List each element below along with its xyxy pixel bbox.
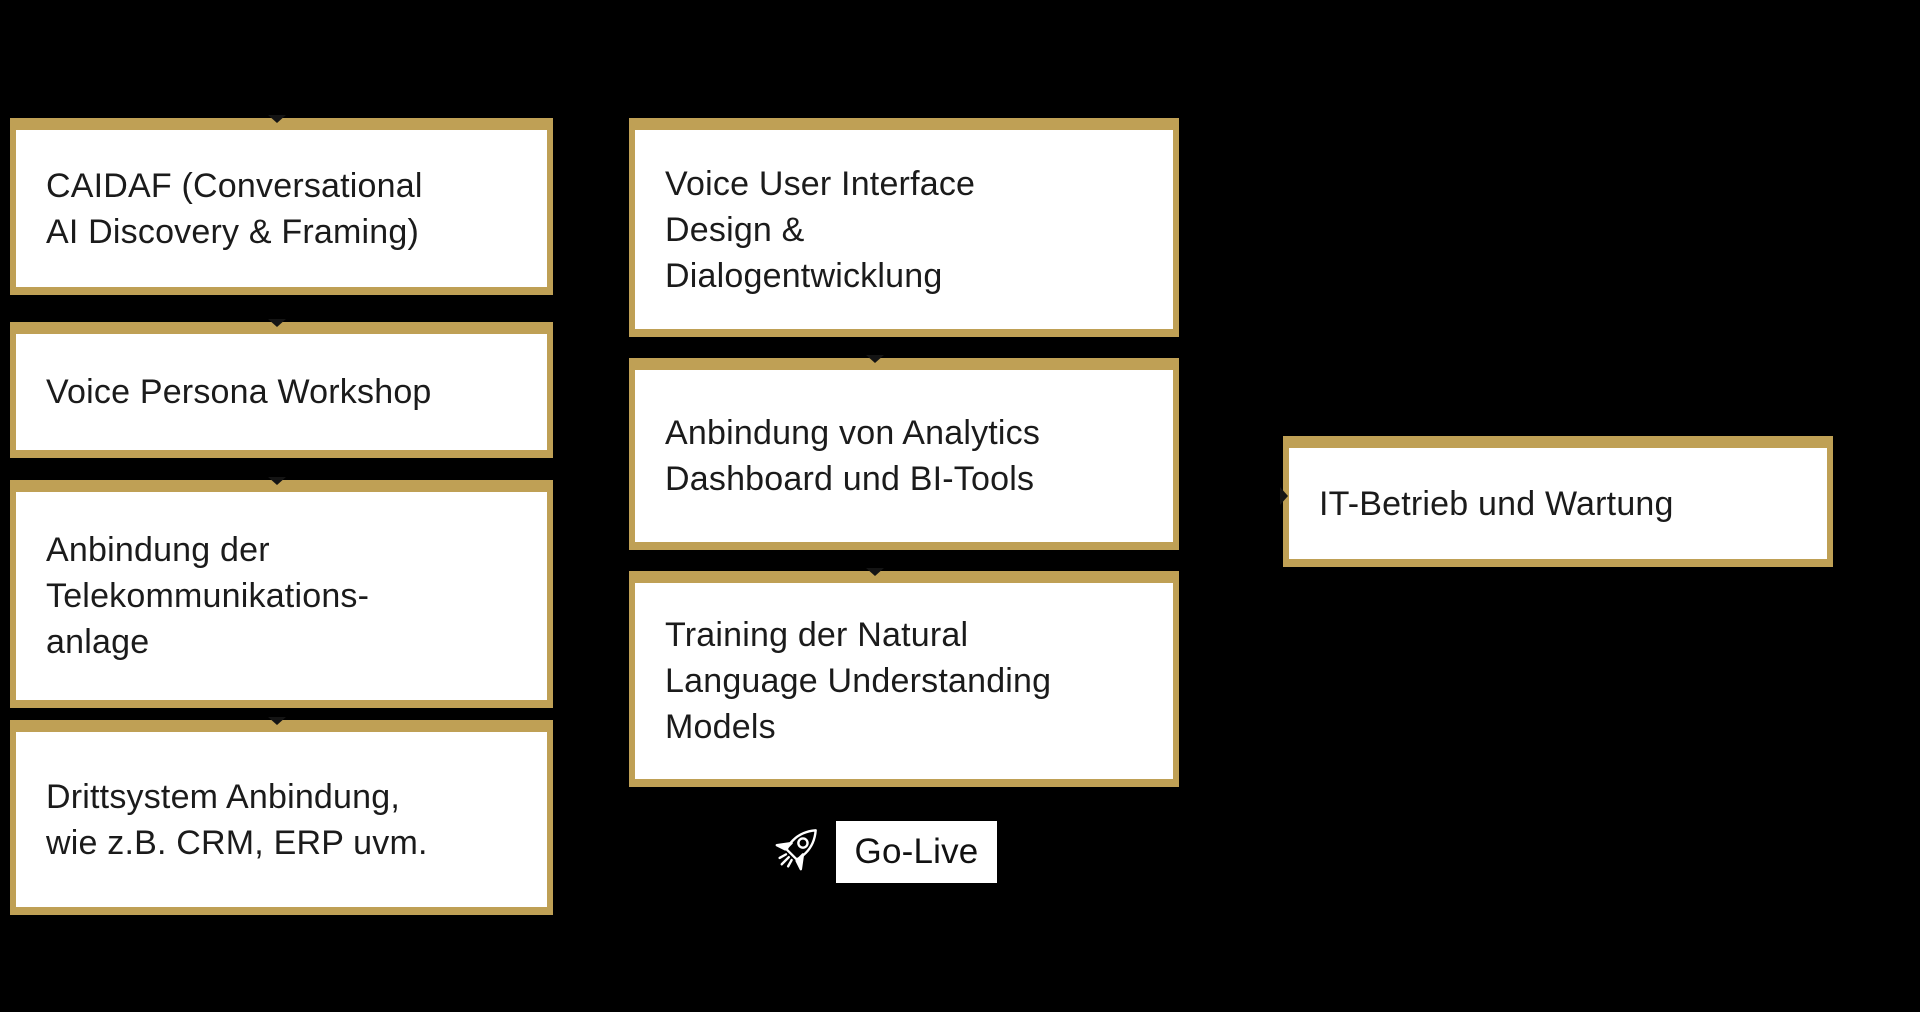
phase-box-analytics-bi-label: Anbindung von Analytics Dashboard und BI… [665, 414, 1041, 498]
connector-arrowhead [1280, 487, 1288, 505]
connector-arrowhead [268, 477, 286, 485]
phase-box-caidaf: CAIDAF (Conversational AI Discovery & Fr… [10, 118, 553, 295]
connector-arrowhead [268, 717, 286, 725]
go-live-label: Go-Live [854, 832, 979, 871]
phase-box-nlu-training: Training der Natural Language Understand… [629, 571, 1179, 787]
phase-box-vui-design: Voice User Interface Design & Dialogentw… [629, 118, 1179, 337]
phase-box-it-betrieb-label: IT-Betrieb und Wartung [1319, 484, 1674, 523]
rocket-icon [775, 829, 817, 871]
phase-box-drittsystem: Drittsystem Anbindung, wie z.B. CRM, ERP… [10, 720, 553, 915]
connector-arrowhead [866, 568, 884, 576]
connector-arrowhead [866, 355, 884, 363]
phase-box-telekommunikationsanlage-label: Anbindung der Telekommunikations- anlage [46, 531, 370, 661]
connector-arrowhead [268, 115, 286, 123]
phase-box-analytics-bi: Anbindung von Analytics Dashboard und BI… [629, 358, 1179, 550]
phase-box-nlu-training-label: Training der Natural Language Understand… [665, 616, 1052, 746]
phase-box-caidaf-label: CAIDAF (Conversational AI Discovery & Fr… [46, 166, 423, 251]
go-live-badge: Go-Live [836, 821, 997, 883]
phase-box-it-betrieb: IT-Betrieb und Wartung [1283, 436, 1833, 567]
phase-box-voice-persona-label: Voice Persona Workshop [46, 373, 432, 411]
phase-box-telekommunikationsanlage: Anbindung der Telekommunikations- anlage [10, 480, 553, 708]
phase-box-vui-design-label: Voice User Interface Design & Dialogentw… [665, 164, 976, 295]
phase-box-voice-persona: Voice Persona Workshop [10, 322, 553, 458]
connector-arrowhead [268, 319, 286, 327]
phase-box-drittsystem-label: Drittsystem Anbindung, wie z.B. CRM, ERP… [46, 777, 428, 862]
